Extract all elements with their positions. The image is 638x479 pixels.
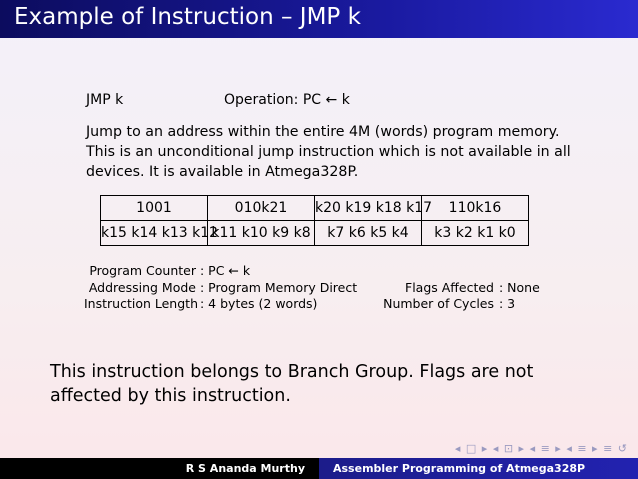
encoding-row: k15 k14 k13 k12 k11 k10 k9 k8 k7 k6 k5 k… [100,220,529,246]
description-paragraph: Jump to an address within the entire 4M … [86,122,586,182]
info-label: Addressing Mode [88,279,196,295]
description-line: This is an unconditional jump instructio… [86,144,571,160]
summary-line: This instruction belongs to Branch Group… [50,362,534,382]
slide-title: Example of Instruction – JMP k [14,4,361,30]
info-right-labels: Flags Affected Number of Cycles [381,280,494,313]
encoding-cell: k20 k19 k18 k17 [314,195,432,221]
info-label: Instruction Length [84,296,198,311]
encoding-cell: k7 k6 k5 k4 [314,220,422,246]
operation-label: Operation: PC ← k [224,92,350,108]
footer-author: R S Ananda Murthy [0,458,319,479]
info-value: : None [499,279,540,295]
encoding-cell: 1001 [100,195,208,221]
slide-title-bar: Example of Instruction – JMP k [0,0,638,38]
info-right-values: : None : 3 [499,280,540,313]
info-label: Program Counter [89,263,196,278]
encoding-table: 1001 010k21 k20 k19 k18 k17 110k16 k15 k… [100,195,529,246]
info-left-labels: Program Counter Addressing Mode Instruct… [84,263,198,313]
encoding-row: 1001 010k21 k20 k19 k18 k17 110k16 [100,195,529,221]
description-line: Jump to an address within the entire 4M … [86,124,560,140]
encoding-cell: 110k16 [421,195,529,221]
footer-course: Assembler Programming of Atmega328P [319,458,638,479]
info-left-values: : PC ← k : Program Memory Direct : 4 byt… [200,263,357,313]
encoding-cell: k3 k2 k1 k0 [421,220,529,246]
info-label: Flags Affected [405,279,494,295]
summary-text: This instruction belongs to Branch Group… [50,360,533,408]
info-value: : Program Memory Direct [200,279,358,295]
description-line: devices. It is available in Atmega328P. [86,164,359,180]
summary-line: affected by this instruction. [50,386,291,406]
info-value: : 3 [499,296,516,311]
info-label: Number of Cycles [383,296,494,311]
footer-bar: R S Ananda Murthy Assembler Programming … [0,458,638,479]
navigation-controls[interactable]: ◂ □ ▸ ◂ ⊡ ▸ ◂ ≡ ▸ ◂ ≡ ▸ ≡ ↺ [454,442,628,455]
encoding-cell: k11 k10 k9 k8 [207,220,315,246]
encoding-cell: k15 k14 k13 k12 [100,220,218,246]
instruction-mnemonic: JMP k [86,92,124,108]
encoding-cell: 010k21 [207,195,315,221]
info-value: : 4 bytes (2 words) [200,296,318,311]
info-value: : PC ← k [200,263,251,278]
